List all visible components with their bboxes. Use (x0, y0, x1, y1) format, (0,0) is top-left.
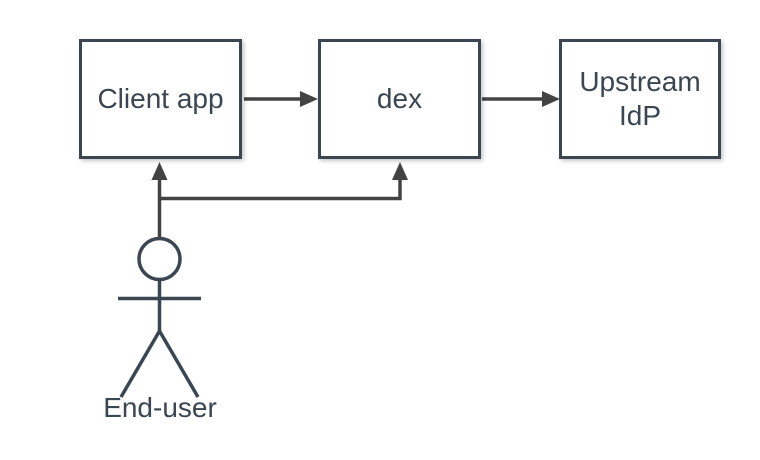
arrowhead-icon (392, 162, 408, 180)
node-dex: dex (318, 39, 481, 159)
stick-figure-legs (119, 327, 200, 398)
arrow-client-to-dex (244, 91, 318, 107)
actor-end-user-label: End-user (103, 392, 217, 423)
node-client-app-label: Client app (97, 83, 224, 115)
stick-figure-icon (118, 236, 201, 398)
arrowhead-icon (151, 162, 168, 180)
arrow-user-to-client (151, 162, 168, 238)
arrow-user-to-dex (159, 162, 408, 201)
node-dex-label: dex (376, 83, 423, 115)
arrowhead-icon (300, 91, 318, 107)
node-upstream-idp: Upstream IdP (559, 39, 721, 159)
node-upstream-idp-label: Upstream IdP (579, 66, 701, 131)
arrowhead-icon (542, 91, 560, 107)
stick-figure-head (137, 236, 182, 282)
arrow-dex-to-idp (482, 91, 560, 107)
node-client-app: Client app (79, 39, 242, 159)
